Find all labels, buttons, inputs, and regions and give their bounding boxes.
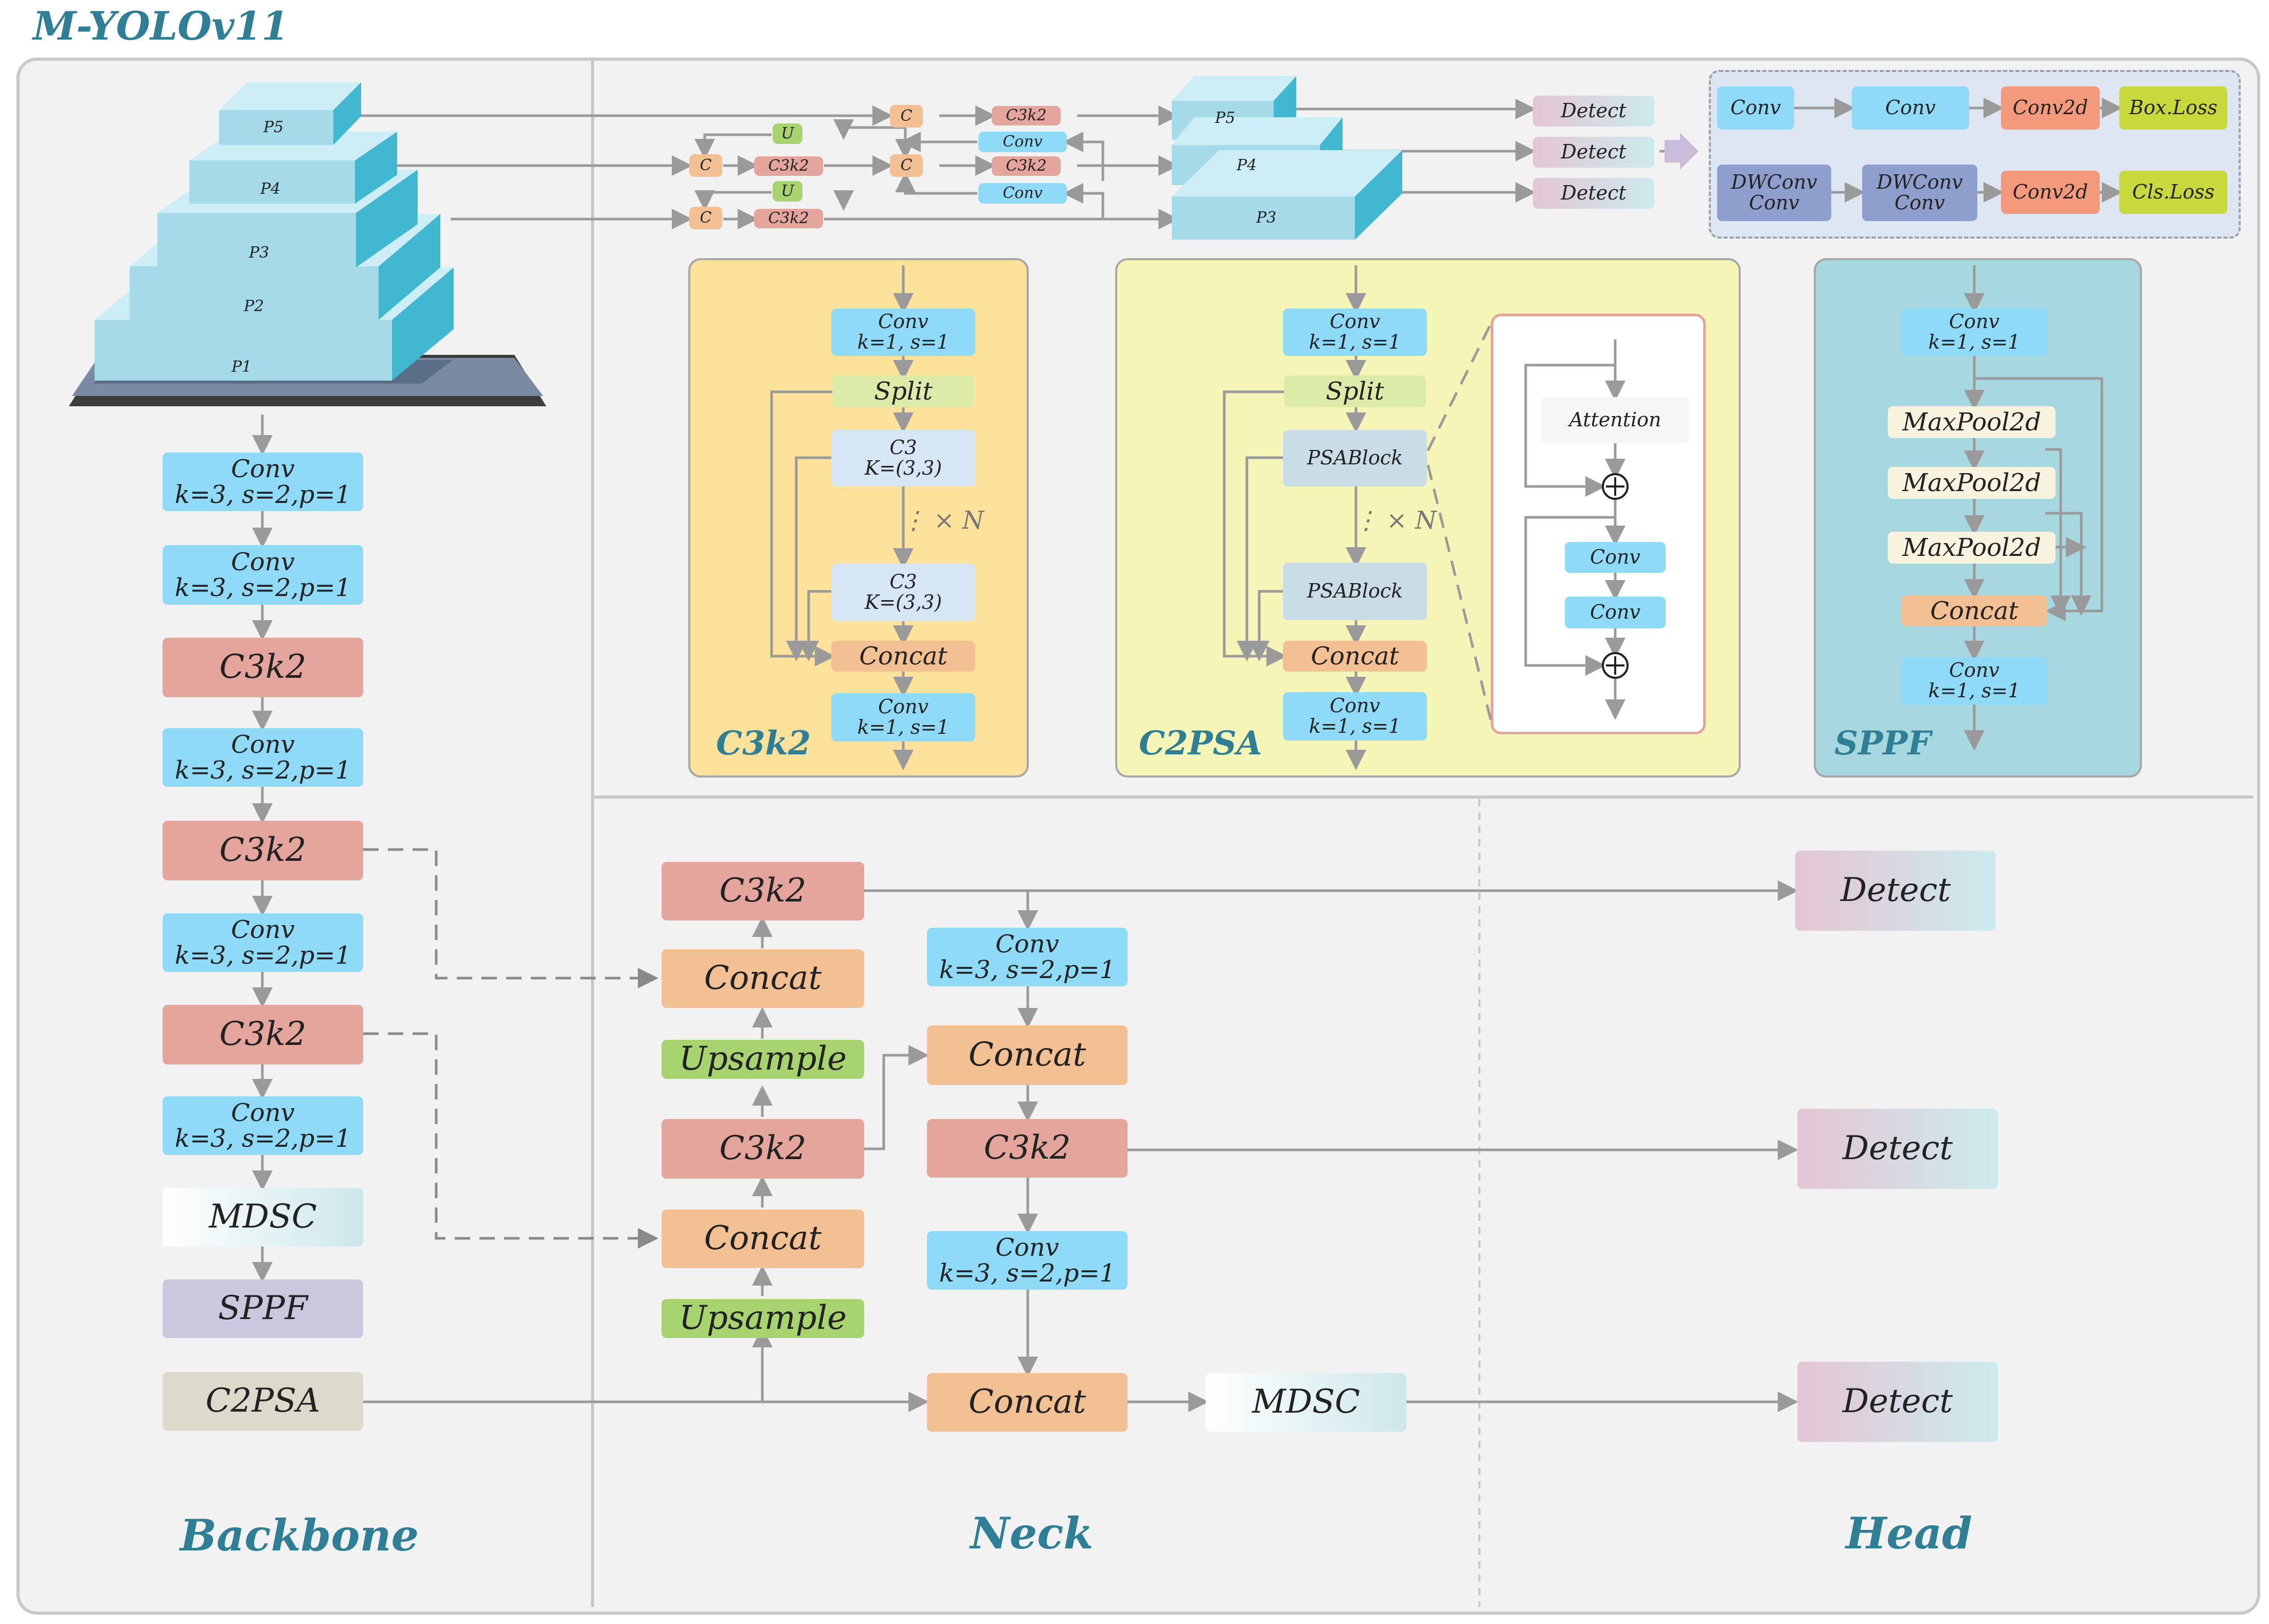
neck-conv-r1: Conv k=3, s=2,p=1 bbox=[927, 928, 1128, 986]
sppf-block-label: SPPF bbox=[1834, 724, 1931, 763]
c2psa-block-repeat: ⋮ × N bbox=[1354, 506, 1437, 535]
neck-upsample-a: Upsample bbox=[662, 1040, 864, 1079]
neck-c3k2-right: C3k2 bbox=[927, 1119, 1128, 1178]
diagram-title: M-YOLOv11 bbox=[33, 3, 289, 49]
pyramid-label-p1: P1 bbox=[231, 358, 252, 376]
pyramid-illustration bbox=[69, 82, 546, 406]
c2psa-block-psablock-2: PSABlock bbox=[1283, 563, 1427, 620]
head-detect-2: Detect bbox=[1797, 1109, 1998, 1189]
mini-detect-2: Detect bbox=[1533, 137, 1654, 168]
backbone-sppf: SPPF bbox=[163, 1279, 363, 1338]
neck-c3k2-top: C3k2 bbox=[662, 862, 864, 921]
head-detail-box-loss: Box.Loss bbox=[2119, 86, 2227, 130]
pyramid-label-p3: P3 bbox=[249, 244, 270, 262]
sppf-block-maxpool-3: MaxPool2d bbox=[1888, 532, 2056, 564]
neck-concat-b: Concat bbox=[662, 1210, 864, 1268]
c2psa-block-conv-top: Conv k=1, s=1 bbox=[1283, 309, 1427, 356]
backbone-c2psa: C2PSA bbox=[163, 1372, 363, 1431]
pyramid-label-p4: P4 bbox=[260, 180, 281, 198]
c3k2-block-conv-bottom: Conv k=1, s=1 bbox=[831, 693, 975, 742]
sppf-block-maxpool-2: MaxPool2d bbox=[1888, 467, 2056, 499]
c3k2-block-label: C3k2 bbox=[716, 724, 811, 763]
head-detail-cls-loss: Cls.Loss bbox=[2119, 171, 2227, 214]
mini-conv-1: Conv bbox=[978, 132, 1067, 152]
neck-concat-a: Concat bbox=[662, 949, 864, 1008]
neck-upsample-b: Upsample bbox=[662, 1299, 864, 1338]
c3k2-block-split: Split bbox=[832, 375, 974, 407]
head-detail-conv-1: Conv bbox=[1717, 86, 1794, 130]
mini-conv-2: Conv bbox=[978, 183, 1067, 204]
head-detect-3: Detect bbox=[1797, 1362, 1998, 1442]
backbone-c3k2-1: C3k2 bbox=[163, 638, 363, 697]
mini-c3k2-2: C3k2 bbox=[754, 209, 823, 228]
mini-detect-1: Detect bbox=[1533, 96, 1654, 127]
neck-c3k2-mid: C3k2 bbox=[662, 1119, 864, 1179]
mini-detect-3: Detect bbox=[1533, 178, 1654, 209]
neck-mdsc: MDSC bbox=[1206, 1373, 1406, 1432]
neck-concat-bottom: Concat bbox=[927, 1373, 1128, 1432]
sppf-block-maxpool-1: MaxPool2d bbox=[1888, 406, 2056, 438]
mini-c3k2-3: C3k2 bbox=[992, 106, 1061, 125]
backbone-conv-4: Conv k=3, s=2,p=1 bbox=[163, 913, 363, 972]
backbone-c3k2-2: C3k2 bbox=[163, 821, 363, 880]
head-label: Head bbox=[1846, 1508, 1972, 1559]
c2psa-block-attention: Attention bbox=[1541, 397, 1689, 443]
pyramid-label-p5: P5 bbox=[263, 118, 284, 136]
mini-p5-label: P5 bbox=[1215, 109, 1236, 127]
backbone-conv-5: Conv k=3, s=2,p=1 bbox=[163, 1096, 363, 1155]
neck-conv-r2: Conv k=3, s=2,p=1 bbox=[927, 1231, 1128, 1290]
head-detail-conv2d-2: Conv2d bbox=[2001, 171, 2100, 214]
backbone-conv-1: Conv k=3, s=2,p=1 bbox=[163, 453, 363, 511]
c3k2-block-c3-a: C3 K=(3,3) bbox=[831, 430, 975, 486]
feature-blocks bbox=[1172, 76, 1402, 240]
c3k2-block-concat: Concat bbox=[831, 641, 975, 672]
head-detail-conv-2: Conv bbox=[1852, 86, 1969, 130]
mini-upsample-2: U bbox=[773, 181, 802, 202]
sppf-block-conv-top: Conv k=1, s=1 bbox=[1901, 309, 2047, 356]
backbone-conv-3: Conv k=3, s=2,p=1 bbox=[163, 728, 363, 787]
sppf-block-conv-bottom: Conv k=1, s=1 bbox=[1901, 657, 2047, 705]
c2psa-block-split: Split bbox=[1284, 375, 1426, 407]
mini-c3k2-1: C3k2 bbox=[754, 156, 823, 176]
mini-p4-label: P4 bbox=[1237, 156, 1257, 174]
c3k2-block-conv-top: Conv k=1, s=1 bbox=[831, 309, 975, 356]
mini-concat-4: C bbox=[689, 207, 722, 229]
c2psa-block-psablock-1: PSABlock bbox=[1283, 430, 1427, 486]
head-detail-dwconv-1: DWConv Conv bbox=[1717, 165, 1831, 221]
backbone-mdsc: MDSC bbox=[163, 1188, 363, 1247]
backbone-conv-2: Conv k=3, s=2,p=1 bbox=[163, 545, 363, 605]
c2psa-block-concat: Concat bbox=[1283, 641, 1427, 672]
mini-concat-1: C bbox=[890, 105, 923, 128]
mini-concat-3: C bbox=[890, 154, 923, 177]
head-detect-1: Detect bbox=[1795, 851, 1996, 931]
c2psa-block-conv-bottom: Conv k=1, s=1 bbox=[1283, 692, 1427, 741]
head-detail-conv2d-1: Conv2d bbox=[2001, 86, 2100, 130]
mini-c3k2-4: C3k2 bbox=[992, 156, 1061, 176]
neck-concat-r1: Concat bbox=[927, 1025, 1128, 1085]
backbone-label: Backbone bbox=[180, 1510, 419, 1561]
c2psa-block-label: C2PSA bbox=[1139, 724, 1262, 763]
c2psa-block-conv-b: Conv bbox=[1565, 597, 1666, 628]
backbone-c3k2-3: C3k2 bbox=[163, 1005, 363, 1064]
mini-concat-2: C bbox=[689, 154, 722, 177]
head-detail-dwconv-2: DWConv Conv bbox=[1862, 165, 1977, 221]
neck-label: Neck bbox=[970, 1508, 1094, 1559]
c2psa-block-conv-a: Conv bbox=[1565, 542, 1666, 573]
sppf-block-concat: Concat bbox=[1901, 596, 2047, 626]
pyramid-label-p2: P2 bbox=[244, 297, 264, 315]
mini-upsample-1: U bbox=[773, 123, 802, 144]
mini-p3-label: P3 bbox=[1256, 209, 1277, 227]
c3k2-block-repeat: ⋮ × N bbox=[901, 506, 984, 535]
c3k2-block-c3-b: C3 K=(3,3) bbox=[831, 564, 975, 621]
